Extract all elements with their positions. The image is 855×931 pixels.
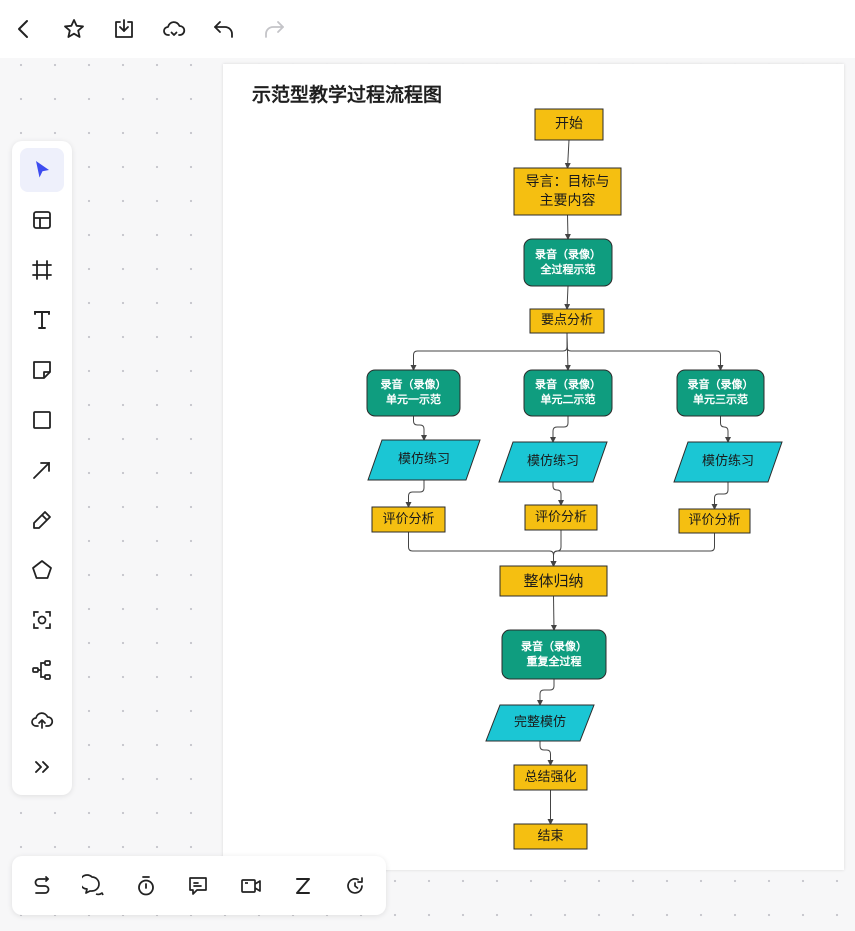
flow-node-reinforce[interactable] <box>513 764 588 791</box>
flow-edge-demo-full-to-key-points <box>564 285 571 310</box>
flow-edge-full-imitation-to-reinforce <box>539 741 554 766</box>
upload-tool-button[interactable] <box>20 698 64 742</box>
cloud-sync-button[interactable] <box>154 9 194 49</box>
mind-map-tool-button[interactable] <box>20 648 64 692</box>
flow-edge-practice1-to-eval1 <box>405 480 425 508</box>
flow-node-demo-unit3[interactable] <box>676 369 765 417</box>
z-icon <box>296 877 311 894</box>
flow-node-intro[interactable] <box>513 167 622 216</box>
flow-icon <box>34 875 50 894</box>
message-button[interactable] <box>177 864 220 908</box>
rectangle-tool-button[interactable] <box>20 398 64 442</box>
sticky-note-tool-button[interactable] <box>20 348 64 392</box>
comments-button[interactable] <box>72 864 115 908</box>
flow-edge-summary-to-repeat <box>550 595 557 631</box>
sleep-button[interactable] <box>281 864 324 908</box>
bottom-toolbar <box>12 856 386 915</box>
layout-icon <box>33 211 51 229</box>
cursor-arrow-icon <box>36 161 49 178</box>
flow-edge-practice3-to-eval3 <box>711 482 729 510</box>
history-icon <box>347 876 364 894</box>
flow-node-start[interactable] <box>534 108 604 141</box>
connector-tool-button[interactable] <box>20 448 64 492</box>
flow-edge-eval2-to-summary <box>550 530 562 567</box>
flow-edge-demo-unit3-to-practice3 <box>720 416 731 443</box>
left-toolbar <box>12 141 72 795</box>
pencil-icon <box>33 511 51 529</box>
cloud-sync-icon <box>163 21 186 36</box>
chat-bubbles-icon <box>81 873 104 895</box>
timer-icon <box>138 875 155 895</box>
flow-node-full-imitation[interactable] <box>485 704 595 742</box>
flow-node-demo-full[interactable] <box>523 238 613 287</box>
flow-edge-intro-to-demo-full <box>564 214 571 240</box>
flow-edge-demo-unit1-to-practice1 <box>413 416 427 441</box>
flow-node-practice1[interactable] <box>367 439 481 481</box>
chevrons-right-icon <box>35 761 49 773</box>
flow-node-practice2[interactable] <box>498 441 608 483</box>
flow-edge-demo-unit2-to-practice2 <box>550 416 569 443</box>
flow-node-end[interactable] <box>513 823 588 850</box>
flow-node-key-points[interactable] <box>529 308 605 334</box>
flow-node-practice3[interactable] <box>673 441 783 483</box>
mind-map-icon <box>32 660 51 680</box>
more-tools-button[interactable] <box>20 745 64 789</box>
favorite-button[interactable] <box>54 9 94 49</box>
polygon-tool-button[interactable] <box>20 548 64 592</box>
back-button[interactable] <box>4 9 44 49</box>
text-tool-button[interactable] <box>20 298 64 342</box>
flow-node-eval1[interactable] <box>371 506 446 533</box>
flow-edge-eval1-to-summary <box>408 532 557 567</box>
flow-button[interactable] <box>20 864 63 908</box>
flow-edge-eval3-to-summary <box>550 533 715 567</box>
flow-node-demo-unit2[interactable] <box>523 369 613 417</box>
redo-button[interactable] <box>254 9 294 49</box>
flow-node-eval2[interactable] <box>524 504 598 531</box>
star-icon <box>64 19 84 38</box>
flowchart <box>366 108 783 850</box>
download-button[interactable] <box>104 9 144 49</box>
chevron-left-icon <box>18 20 28 38</box>
cloud-upload-icon <box>31 712 54 729</box>
flow-node-repeat[interactable] <box>501 629 607 680</box>
message-icon <box>189 876 208 895</box>
diagram-title: 示范型教学过程流程图 <box>252 84 443 106</box>
download-icon <box>115 19 133 38</box>
frame-icon <box>32 260 52 280</box>
undo-icon <box>214 21 233 38</box>
video-button[interactable] <box>229 864 272 908</box>
pen-tool-button[interactable] <box>20 498 64 542</box>
top-toolbar <box>0 0 855 58</box>
flow-edge-repeat-to-full-imitation <box>537 679 555 706</box>
flow-edge-key-points-to-demo-unit1 <box>410 333 568 371</box>
flow-node-summary[interactable] <box>499 565 608 597</box>
ai-scan-tool-button[interactable] <box>20 598 64 642</box>
square-icon <box>33 411 51 429</box>
pentagon-icon <box>32 560 52 579</box>
select-tool-button[interactable] <box>20 148 64 192</box>
text-icon <box>34 311 50 329</box>
flow-edge-start-to-intro <box>564 139 571 169</box>
template-tool-button[interactable] <box>20 198 64 242</box>
timer-button[interactable] <box>125 864 168 908</box>
flow-node-eval3[interactable] <box>678 508 751 534</box>
scan-icon <box>33 611 51 629</box>
canvas-page[interactable]: 示范型教学过程流程图 开始导言：目标与 主要内容录音（录像） 全过程示范要点分析… <box>223 64 844 870</box>
arrow-line-icon <box>33 462 50 479</box>
frame-tool-button[interactable] <box>20 248 64 292</box>
video-icon <box>240 878 261 893</box>
flow-edge-practice2-to-eval2 <box>552 482 564 506</box>
undo-button[interactable] <box>204 9 244 49</box>
history-button[interactable] <box>334 864 377 908</box>
sticky-note-icon <box>33 361 51 379</box>
redo-icon <box>265 21 284 38</box>
flow-edge-key-points-to-demo-unit3 <box>566 333 724 371</box>
flow-node-demo-unit1[interactable] <box>366 369 461 417</box>
